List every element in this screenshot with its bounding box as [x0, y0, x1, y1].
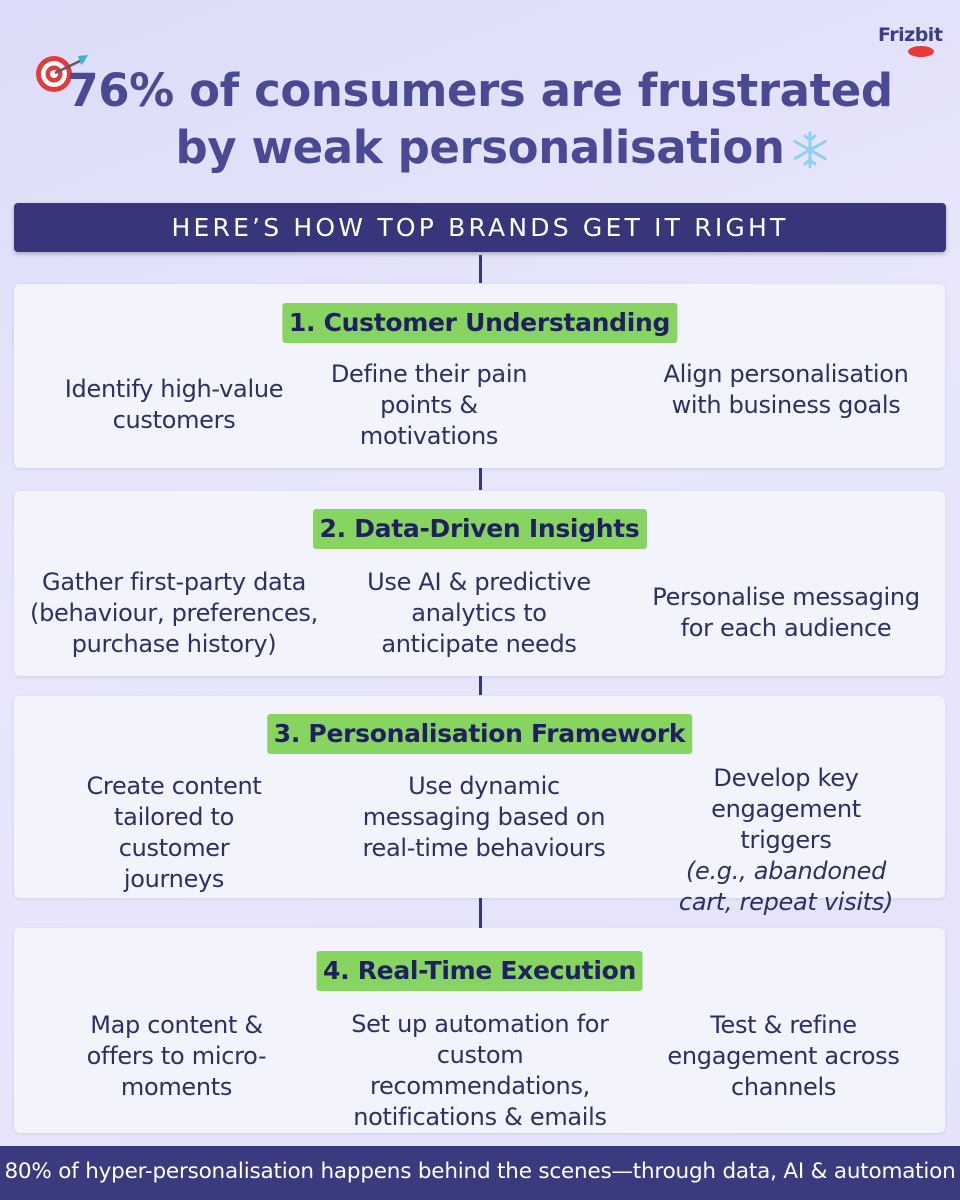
- step-card-personalisation-framework: 3. Personalisation Framework Create cont…: [14, 696, 945, 916]
- step-item: Use AI & predictive analytics to anticip…: [367, 568, 591, 658]
- step-title: 2. Data-Driven Insights: [312, 509, 647, 549]
- step-item: Set up automation for custom recommendat…: [351, 1010, 609, 1131]
- step-item: Personalise messaging for each audience: [652, 583, 920, 642]
- step-title: 1. Customer Understanding: [281, 303, 678, 343]
- snowflake-icon: [793, 131, 827, 169]
- step-item-example: (e.g., abandoned cart, repeat visits): [678, 857, 894, 916]
- section-banner: HERE’S HOW TOP BRANDS GET IT RIGHT: [14, 203, 946, 252]
- headline-line-2: by weak personalisation: [175, 121, 785, 174]
- step-title: 3. Personalisation Framework: [266, 714, 693, 754]
- target-dart-icon: [36, 55, 88, 92]
- step-item: Test & refine engagement across channels: [667, 1011, 900, 1101]
- step-item: Create content tailored to customer jour…: [86, 772, 262, 893]
- logo-text: Frizbit: [878, 24, 943, 46]
- step-item: Identify high-value customers: [64, 375, 284, 434]
- step-item: Gather first-party data (behaviour, pref…: [30, 568, 318, 658]
- brand-logo: Frizbit: [878, 24, 943, 64]
- step-card-customer-understanding: 1. Customer Understanding Identify high-…: [14, 284, 945, 468]
- connector-line: [479, 898, 482, 928]
- page-title: 76% of consumers are frustrated by weak …: [0, 62, 960, 176]
- step-title: 4. Real-Time Execution: [316, 951, 643, 991]
- connector-line: [479, 462, 482, 490]
- logo-swoosh-icon: [908, 46, 934, 57]
- step-item: Develop key engagement triggers (e.g., a…: [666, 763, 906, 918]
- connector-line: [479, 670, 482, 695]
- headline-line-1: 76% of consumers are frustrated: [67, 64, 893, 117]
- connector-line: [479, 255, 482, 283]
- step-item-text: Develop key engagement triggers: [711, 764, 861, 854]
- step-card-real-time-execution: 4. Real-Time Execution Map content & off…: [14, 928, 945, 1133]
- step-item: Use dynamic messaging based on real-time…: [362, 772, 606, 862]
- step-item: Align personalisation with business goal…: [663, 360, 909, 419]
- step-item: Map content & offers to micro-moments: [86, 1011, 267, 1101]
- step-card-data-driven-insights: 2. Data-Driven Insights Gather first-par…: [14, 491, 945, 676]
- step-item: Define their pain points & motivations: [330, 360, 528, 450]
- footer-note: 80% of hyper-personalisation happens beh…: [0, 1146, 960, 1200]
